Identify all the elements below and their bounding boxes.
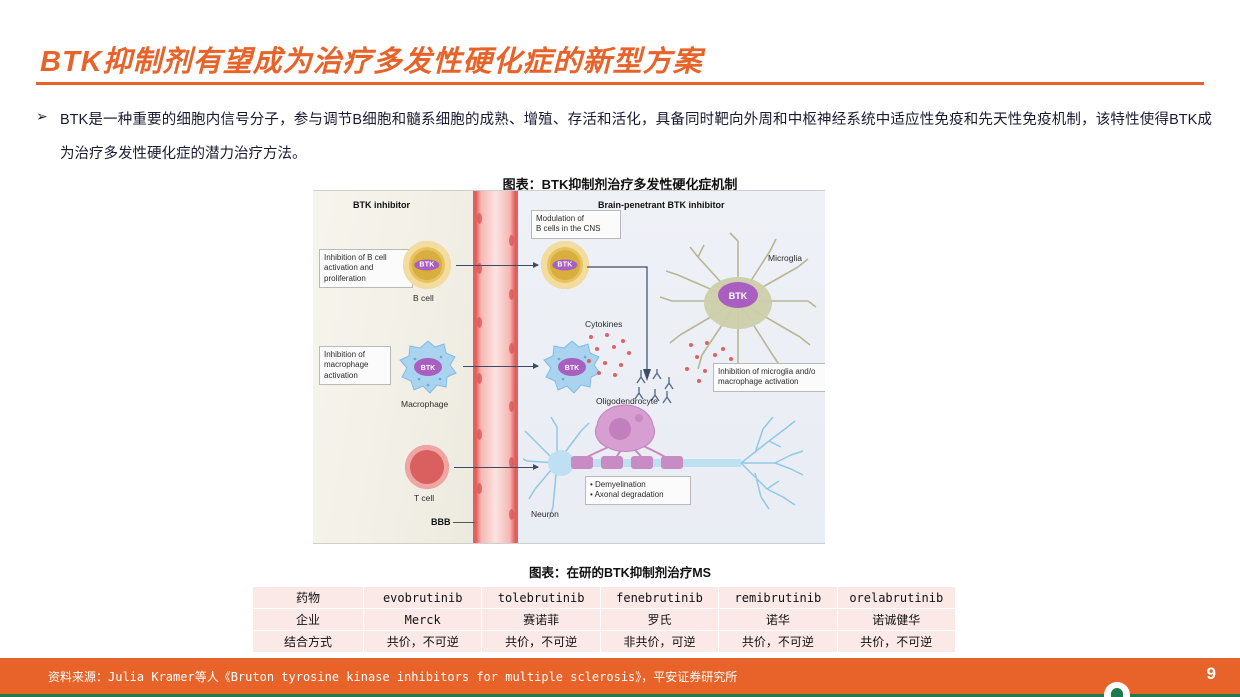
macrophage-icon: BTK [399,340,457,394]
table-row: 药物 evobrutinib tolebrutinib fenebrutinib… [252,586,957,609]
blood-vessel-bbb [473,191,518,543]
table-cell: evobrutinib [362,586,483,609]
b-cell-label: B cell [413,293,434,303]
microglia-label: Microglia [768,253,803,263]
table-cell: 共价，不可逆 [718,630,838,653]
myelin-segment [571,456,593,469]
table-cell: 赛诺菲 [481,608,601,631]
row-header: 药物 [252,586,364,609]
footer-bar: 资料来源：Julia Kramer等人《Bruton tyrosine kina… [0,658,1240,697]
arrow-b-cell-crossing [456,262,539,268]
mechanism-diagram: BTK inhibitor Brain-penetrant BTK inhibi… [313,190,825,544]
page-title: BTK抑制剂有望成为治疗多发性硬化症的新型方案 [40,46,703,78]
callout-inhibition-microglia: Inhibition of microglia and/o macrophage… [713,363,825,392]
table-cell: 共价，不可逆 [836,630,957,653]
panel-right-title: Brain-penetrant BTK inhibitor [598,200,725,210]
svg-text:BTK: BTK [421,365,435,372]
source-note: 资料来源：Julia Kramer等人《Bruton tyrosine kina… [48,670,738,684]
page-number: 9 [1206,664,1216,683]
b-cell-icon: BTK [403,241,451,289]
oligodendrocyte-icon [586,404,666,460]
bbb-leader-line [453,522,475,523]
neuron-label: Neuron [531,509,559,519]
callout-inhibition-b-cell: Inhibition of B cell activation and prol… [319,249,413,289]
figure1-caption: 图表：BTK抑制剂治疗多发性硬化症机制 [502,177,738,192]
connector-bcell-to-antibodies [587,266,651,381]
table-cell: tolebrutinib [481,586,601,609]
table-cell: remibrutinib [718,586,838,609]
table-cell: 非共价，可逆 [599,630,720,653]
macrophage-cns-icon: BTK [543,340,601,394]
svg-text:BTK: BTK [729,291,748,301]
company-logo-icon [1104,682,1130,697]
row-header: 结合方式 [252,630,364,653]
bullet-marker-icon: ➢ [36,108,48,124]
cytokines-label: Cytokines [585,319,623,329]
bullet-block: ➢ BTK是一种重要的细胞内信号分子，参与调节B细胞和髓系细胞的成熟、增殖、存活… [36,103,1212,171]
myelin-segment [661,456,683,469]
table-cell: 诺诚健华 [836,608,957,631]
b-cell-cns-icon: BTK [541,241,589,289]
t-cell-icon [405,445,449,489]
neuron-icon [523,416,804,520]
myelin-segment [631,456,653,469]
btk-label-cns: BTK [552,259,578,271]
cytokine-dots-left [585,333,637,379]
btk-label: BTK [414,259,440,271]
arrow-macrophage-crossing [463,363,539,369]
table-cell: fenebrutinib [599,586,720,609]
table-row: 企业 Merck 赛诺菲 罗氏 诺华 诺诚健华 [252,608,957,631]
drug-table: 药物 evobrutinib tolebrutinib fenebrutinib… [252,586,957,653]
microglia-icon: BTK [659,232,817,378]
table-cell: orelabrutinib [836,586,957,609]
bbb-label: BBB [431,517,451,527]
panel-left-title: BTK inhibitor [353,200,410,210]
callout-modulation-cns: Modulation of B cells in the CNS [531,210,621,239]
myelin-segment [601,456,623,469]
title-divider [36,82,1204,85]
table-cell: 共价，不可逆 [362,630,483,653]
table-cell: 共价，不可逆 [481,630,601,653]
row-header: 企业 [252,608,364,631]
bullet-paragraph: BTK是一种重要的细胞内信号分子，参与调节B细胞和髓系细胞的成熟、增殖、存活和活… [60,112,1212,162]
figure2-caption: 图表：在研的BTK抑制剂治疗MS [529,566,711,580]
antibody-icons [634,369,674,404]
oligodendrocyte-label: Oligodendrocyte [596,396,658,406]
table-cell: Merck [362,608,483,631]
table-cell: 诺华 [718,608,838,631]
arrow-t-cell-crossing [454,464,539,470]
callout-damage: • Demyelination • Axonal degradation [585,476,691,505]
t-cell-label: T cell [414,493,435,503]
macrophage-label: Macrophage [401,399,449,409]
table-cell: 罗氏 [599,608,720,631]
callout-inhibition-macrophage: Inhibition of macrophage activation [319,346,391,386]
bullet-item: ➢ BTK是一种重要的细胞内信号分子，参与调节B细胞和髓系细胞的成熟、增殖、存活… [36,103,1212,171]
table-row: 结合方式 共价，不可逆 共价，不可逆 非共价，可逆 共价，不可逆 共价，不可逆 [252,630,957,653]
svg-text:BTK: BTK [565,365,579,372]
